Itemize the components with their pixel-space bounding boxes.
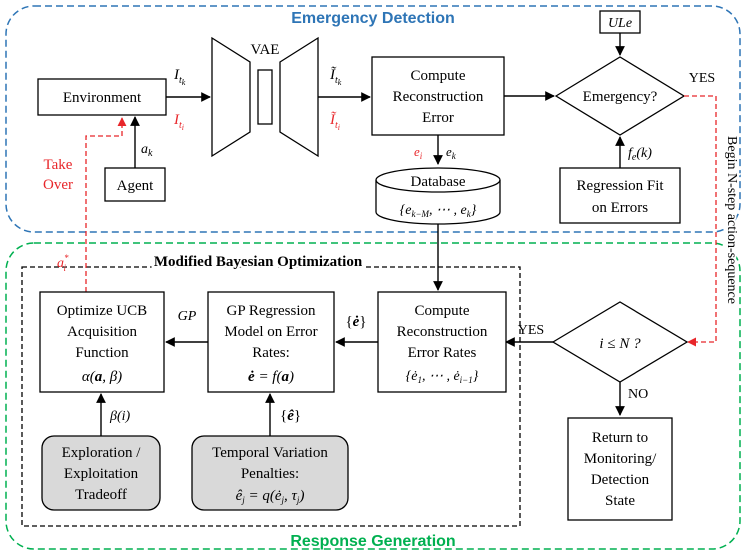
vae-decoder bbox=[279, 36, 319, 158]
compute-rates-line1: Compute bbox=[415, 303, 470, 319]
ucb-line2: Acquisition bbox=[67, 324, 137, 340]
compute-rates-line3: Error Rates bbox=[408, 345, 477, 361]
emergency-detection-title: Emergency Detection bbox=[291, 10, 455, 27]
fe-k-label: fe(k) bbox=[628, 146, 652, 163]
return-line3: Detection bbox=[591, 472, 650, 488]
begin-n-step-path bbox=[684, 95, 717, 347]
emergency-detection-region bbox=[5, 5, 741, 233]
environment-box bbox=[37, 78, 167, 116]
explore-line3: Tradeoff bbox=[75, 487, 127, 503]
ai-star-label: a*i bbox=[57, 253, 69, 273]
ei-label: ei bbox=[414, 144, 423, 161]
ucb-equation: α(a, β) bbox=[82, 369, 122, 385]
temporal-line2: Penalties: bbox=[241, 466, 299, 482]
yes-mid-label: YES bbox=[518, 323, 544, 338]
agent-label: Agent bbox=[117, 178, 154, 194]
explore-line1: Exploration / bbox=[62, 445, 142, 461]
itilde-ti-label: Ĩti bbox=[329, 111, 340, 132]
return-box bbox=[567, 417, 673, 521]
regression-fit-line2: on Errors bbox=[592, 200, 648, 216]
no-label: NO bbox=[628, 387, 648, 402]
response-generation-title: Response Generation bbox=[290, 533, 455, 550]
agent-box bbox=[104, 167, 166, 202]
gp-label: GP bbox=[178, 309, 197, 324]
iti-label: Iti bbox=[173, 112, 184, 132]
gp-model-box bbox=[207, 291, 335, 393]
compute-rates-line2: Reconstruction bbox=[397, 324, 488, 340]
take-over-path bbox=[85, 117, 127, 292]
temporal-line1: Temporal Variation bbox=[212, 445, 328, 461]
ule-label: ULe bbox=[608, 16, 632, 31]
n-step-label: i ≤ N ? bbox=[599, 336, 641, 352]
ak-label: ak bbox=[141, 142, 153, 159]
ucb-box bbox=[39, 291, 165, 393]
take-over-line2: Over bbox=[43, 177, 73, 193]
e-set-label: {ė} bbox=[345, 314, 366, 330]
return-line2: Monitoring/ bbox=[584, 451, 657, 467]
emergency-label: Emergency? bbox=[583, 89, 658, 105]
vae-latent bbox=[257, 69, 273, 125]
database-cylinder bbox=[375, 167, 501, 225]
compute-error-line3: Error bbox=[422, 110, 454, 126]
regression-fit-line1: Regression Fit bbox=[576, 178, 664, 194]
return-line1: Return to bbox=[592, 430, 648, 446]
temporal-equation: êj = q(ėj, τj) bbox=[236, 488, 305, 505]
database-cylinder-rim bbox=[375, 179, 501, 193]
response-generation-region bbox=[5, 242, 741, 550]
compute-rates-box bbox=[377, 291, 507, 393]
yes-top-label: YES bbox=[689, 71, 715, 86]
itk-label: Itk bbox=[173, 67, 186, 87]
database-contents: {ek−M, ⋯ , ek} bbox=[400, 203, 477, 219]
gp-model-equation: ė = f(a) bbox=[248, 369, 294, 385]
compute-error-line1: Compute bbox=[411, 68, 466, 84]
environment-label: Environment bbox=[63, 90, 142, 106]
gp-model-line3: Rates: bbox=[252, 345, 290, 361]
ucb-line3: Function bbox=[75, 345, 129, 361]
bayesian-optimization-region bbox=[21, 266, 521, 527]
database-label: Database bbox=[411, 174, 466, 190]
regression-fit-box bbox=[559, 167, 681, 224]
gp-model-line1: GP Regression bbox=[226, 303, 316, 319]
explore-line2: Exploitation bbox=[64, 466, 139, 482]
vae-title: VAE bbox=[251, 42, 280, 58]
return-line4: State bbox=[605, 493, 635, 509]
take-over-line1: Take bbox=[44, 157, 73, 173]
vae-encoder bbox=[211, 36, 251, 158]
itilde-tk-label: Ĩtk bbox=[329, 66, 342, 87]
gp-model-line2: Model on Error bbox=[224, 324, 317, 340]
ek-label: ek bbox=[446, 144, 457, 161]
compute-error-line2: Reconstruction bbox=[393, 89, 484, 105]
e-hat-set-label: {ê} bbox=[280, 408, 301, 424]
n-step-decision bbox=[551, 301, 689, 383]
begin-n-step-label: Begin N-step action-sequence bbox=[724, 136, 739, 304]
ucb-line1: Optimize UCB bbox=[57, 303, 147, 319]
bayesian-optimization-title: Modified Bayesian Optimization bbox=[154, 254, 363, 270]
beta-i-label: β(i) bbox=[109, 409, 131, 424]
